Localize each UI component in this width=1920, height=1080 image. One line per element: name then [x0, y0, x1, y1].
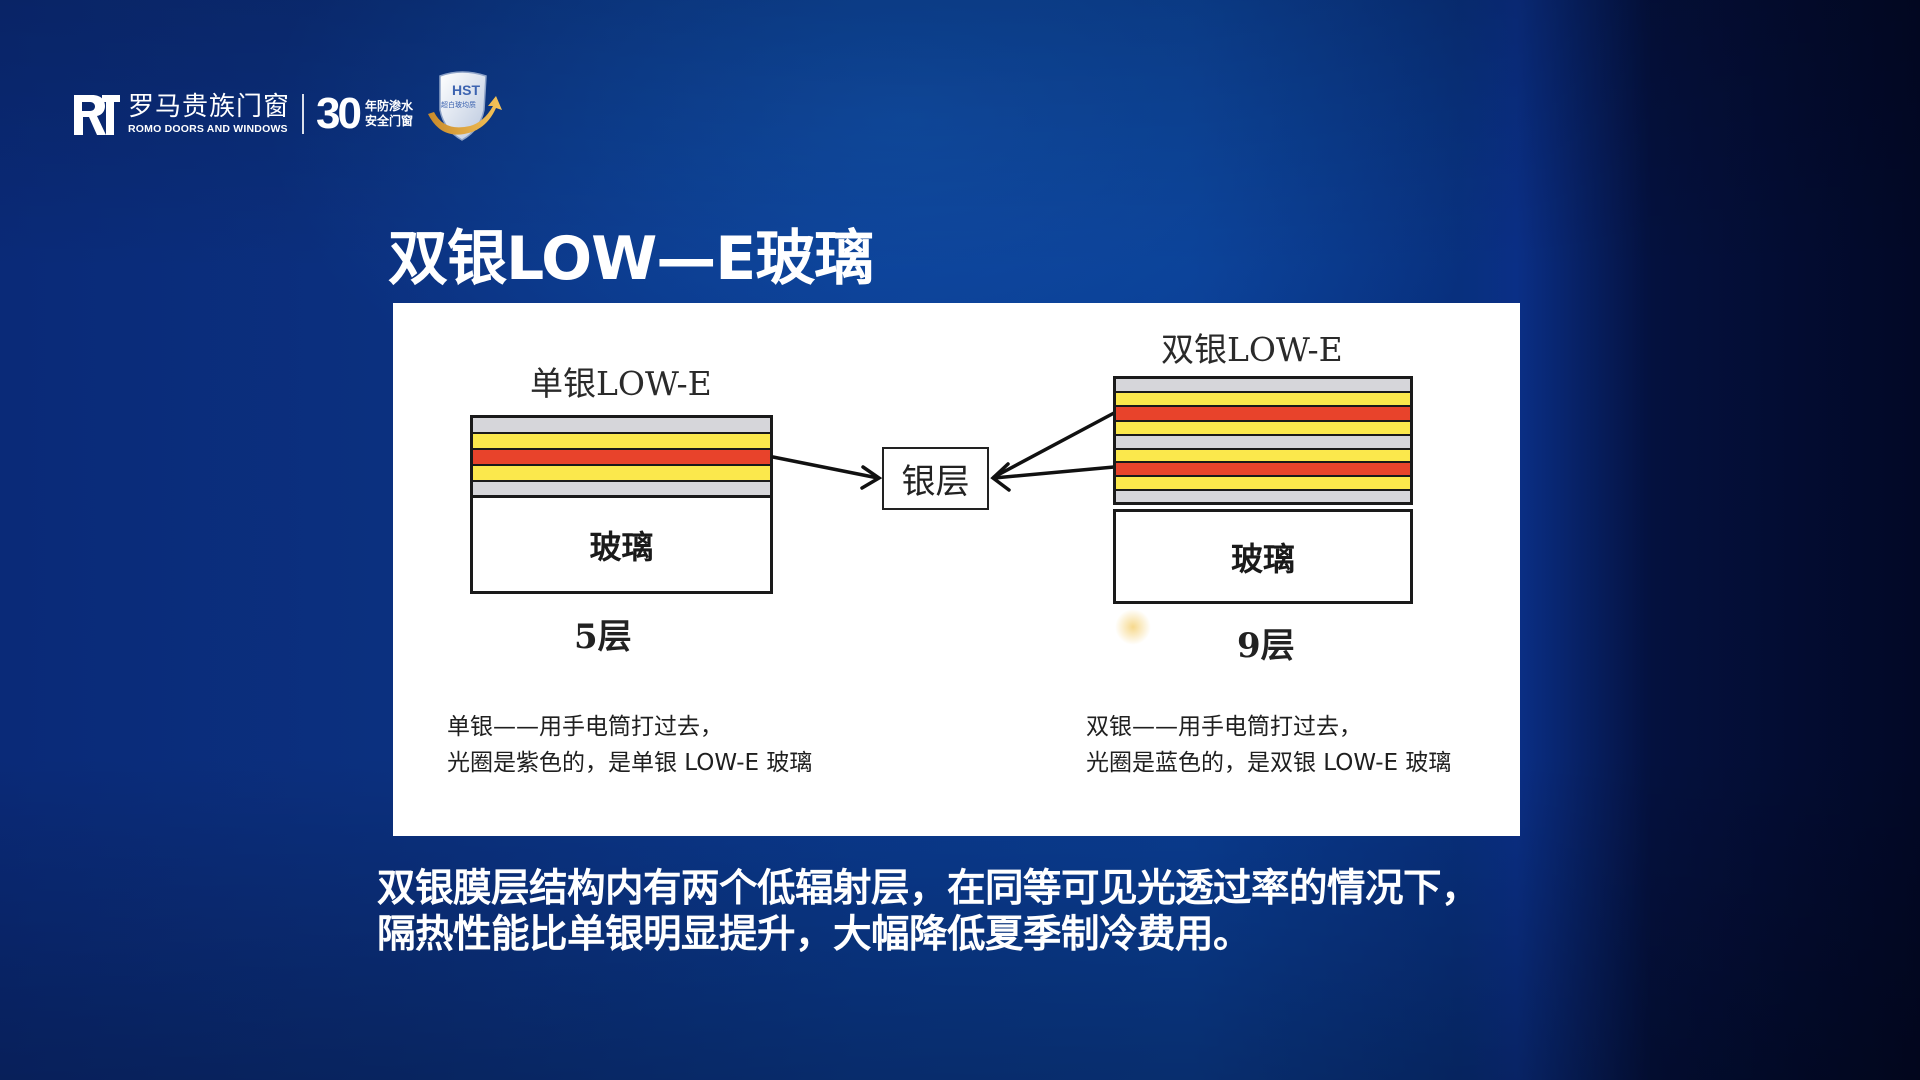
layer-barrier [1116, 477, 1410, 491]
double-silver-caption-line1: 双银——用手电筒打过去， [1086, 714, 1362, 740]
slide-title: 双银LOW—E玻璃 [388, 224, 874, 294]
silver-layer-label: 银层 [901, 462, 970, 502]
double-silver-layer-stack [1113, 376, 1413, 505]
layer-dielectric [1116, 491, 1410, 502]
years-tagline: 年防渗水 安全门窗 [365, 99, 413, 129]
light-glare [1115, 609, 1151, 645]
single-silver-caption: 单银——用手电筒打过去， 光圈是紫色的，是单银 LOW-E 玻璃 [447, 709, 812, 781]
slide-body-text: 双银膜层结构内有两个低辐射层，在同等可见光透过率的情况下， 隔热性能比单银明显提… [377, 866, 1480, 958]
years-number: 30 [316, 89, 362, 138]
body-line-2: 隔热性能比单银明显提升，大幅降低夏季制冷费用。 [377, 912, 1252, 957]
double-silver-caption-line2: 光圈是蓝色的，是双银 LOW-E 玻璃 [1086, 750, 1452, 776]
double-silver-glass-label: 玻璃 [1230, 539, 1295, 578]
silver-layer-label-box: 银层 [882, 447, 989, 510]
logo-divider [302, 94, 305, 134]
layer-silver [473, 450, 770, 466]
layer-silver [1116, 407, 1410, 422]
hst-badge-label: HST [452, 82, 480, 98]
single-silver-glass: 玻璃 [470, 495, 773, 594]
layer-barrier [1116, 421, 1410, 436]
single-silver-layer-stack [470, 415, 773, 498]
layer-barrier [473, 466, 770, 482]
layer-barrier [1116, 449, 1410, 463]
double-silver-caption: 双银——用手电筒打过去， 光圈是蓝色的，是双银 LOW-E 玻璃 [1086, 709, 1451, 781]
double-silver-heading: 双银LOW-E [1161, 330, 1343, 369]
body-line-1: 双银膜层结构内有两个低辐射层，在同等可见光透过率的情况下， [377, 866, 1480, 911]
double-silver-glass: 玻璃 [1113, 509, 1413, 604]
diagram-panel: 单银LOW-E 玻璃 5层 银层 双银LOW-E [393, 303, 1520, 836]
single-silver-layer-count: 5层 [574, 617, 632, 657]
layer-barrier [1116, 393, 1410, 407]
layer-barrier [473, 434, 770, 450]
years-tagline-line2: 安全门窗 [364, 114, 413, 128]
layer-dielectric [1116, 379, 1410, 393]
hst-badge-sublabel: 超白玻均质 [441, 101, 476, 109]
layer-dielectric [1116, 435, 1410, 450]
brand-logo: 罗马贵族门窗 ROMO DOORS AND WINDOWS 30 年防渗水 安全… [72, 88, 413, 140]
years-tagline-line1: 年防渗水 [364, 99, 413, 113]
layer-dielectric [473, 418, 770, 434]
layer-silver [1116, 462, 1410, 477]
brand-name: 罗马贵族门窗 ROMO DOORS AND WINDOWS [128, 93, 290, 135]
brand-name-cn: 罗马贵族门窗 [128, 92, 291, 122]
layer-dielectric [473, 482, 770, 495]
double-silver-layer-count: 9层 [1237, 626, 1295, 666]
single-silver-caption-line1: 单银——用手电筒打过去， [447, 714, 723, 740]
single-silver-caption-line2: 光圈是紫色的，是单银 LOW-E 玻璃 [447, 750, 813, 776]
single-silver-glass-label: 玻璃 [589, 527, 654, 566]
brand-name-en: ROMO DOORS AND WINDOWS [128, 123, 288, 135]
romo-logo-mark-icon [72, 91, 122, 137]
hst-shield-badge-icon [428, 71, 502, 141]
single-silver-heading: 单银LOW-E [530, 364, 712, 403]
